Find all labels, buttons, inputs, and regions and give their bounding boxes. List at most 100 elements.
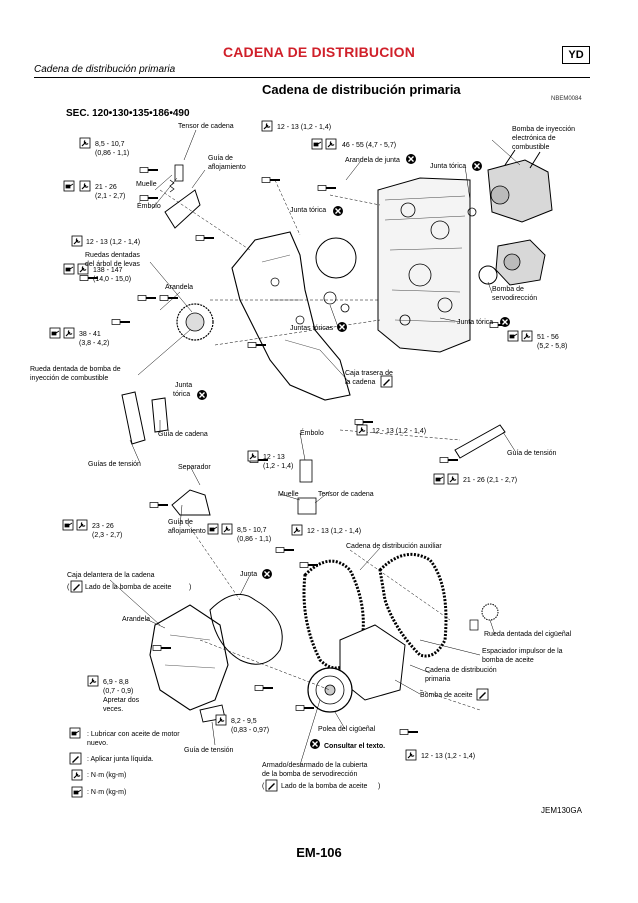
part-label: Guía de cadena xyxy=(158,431,208,438)
part-label: electrónica de xyxy=(512,135,556,142)
torque-label: 8,2 - 9,5 xyxy=(231,718,257,725)
torque-label: 12 - 13 (1,2 - 1,4) xyxy=(421,753,475,760)
injection-pump-drawing xyxy=(487,149,553,223)
section-subtitle: Cadena de distribución primaria xyxy=(34,64,176,75)
part-label: la cadena xyxy=(345,379,375,386)
part-label: Caja trasera de xyxy=(345,370,393,377)
svg-text:): ) xyxy=(378,783,380,790)
torque-label: (0,83 - 0,97) xyxy=(231,727,269,734)
section-code-badge: YD xyxy=(562,46,590,64)
part-label: bomba de aceite xyxy=(482,657,534,664)
torque-label: 46 - 55 (4,7 - 5,7) xyxy=(342,142,396,149)
torque-label: (0,86 - 1,1) xyxy=(237,536,271,543)
engine-block-drawing xyxy=(377,177,471,353)
torque-label: (0,7 - 0,9) xyxy=(103,688,133,695)
part-label: Junta tórica xyxy=(457,319,493,326)
section-reference: SEC. 120•130•135•186•490 xyxy=(66,108,190,119)
torque-label: 12 - 13 (1,2 - 1,4) xyxy=(277,124,331,131)
part-label: aflojamiento xyxy=(168,528,206,535)
tensioner-plunger-top xyxy=(174,164,184,182)
slack-guide-top xyxy=(164,189,201,229)
svg-text:(: ( xyxy=(262,783,265,790)
header-rule xyxy=(34,77,590,78)
part-label: Muelle xyxy=(278,491,299,498)
part-label: Tensor de cadena xyxy=(178,123,234,130)
torque-label: Apretar dos xyxy=(103,697,140,704)
torque-label: 12 - 13 xyxy=(263,454,285,461)
part-label: Bomba de xyxy=(492,286,524,293)
part-label: Guía de xyxy=(208,155,233,162)
tension-guide-1 xyxy=(121,391,146,445)
part-label: Muelle xyxy=(136,181,157,188)
torque-label: 6,9 - 8,8 xyxy=(103,679,129,686)
part-label: Lado de la bomba de aceite xyxy=(281,783,368,790)
torque-label: (2,3 - 2,7) xyxy=(92,532,122,539)
part-label: Juntas tóricas xyxy=(290,325,334,332)
tension-guide-2 xyxy=(151,397,169,433)
part-label: Rueda dentada del cigüeñal xyxy=(484,631,572,638)
part-label: Rueda dentada de bomba de xyxy=(30,366,121,373)
part-label: Guías de tensión xyxy=(88,461,141,468)
crankshaft-pulley-drawing xyxy=(307,667,353,713)
part-label: Junta tórica xyxy=(430,163,466,170)
symbol-legend: : Lubricar con aceite de motor nuevo. : … xyxy=(69,727,180,798)
part-label: tórica xyxy=(173,391,190,398)
gasket-drawing xyxy=(209,593,283,665)
part-label: Émbolo xyxy=(137,201,161,210)
slack-guide-bottom xyxy=(171,489,211,516)
part-label: Arandela de junta xyxy=(345,157,400,164)
legend-item: : N·m (kg-m) xyxy=(87,789,126,796)
legend-item: nuevo. xyxy=(87,740,108,747)
crank-sprocket-drawing xyxy=(481,603,499,621)
part-labels: Tensor de cadena Guía de aflojamiento Mu… xyxy=(30,123,575,792)
part-label: Consultar el texto. xyxy=(324,743,385,750)
torque-label: 12 - 13 (1,2 - 1,4) xyxy=(307,528,361,535)
torque-label: (5,2 - 5,8) xyxy=(537,343,567,350)
torque-label: 138 - 147 xyxy=(93,267,123,274)
svg-text:(: ( xyxy=(67,584,70,591)
o-ring-pump xyxy=(478,265,498,285)
part-label: Junta xyxy=(175,382,192,389)
page-number: EM-106 xyxy=(296,845,342,860)
tensioner-mid xyxy=(299,459,313,483)
rear-chain-case-drawing xyxy=(231,231,351,401)
part-label: Guía de tensión xyxy=(507,450,557,457)
legend-item: : Lubricar con aceite de motor xyxy=(87,731,180,738)
part-label: Polea del cigüeñal xyxy=(318,726,376,733)
torque-label: 8,5 - 10,7 xyxy=(237,527,267,534)
part-label: Caja delantera de la cadena xyxy=(67,572,155,579)
torque-label: (2,1 - 2,7) xyxy=(95,193,125,200)
torque-label: 21 - 26 xyxy=(95,184,117,191)
torque-label: 23 - 26 xyxy=(92,523,114,530)
torque-label: (1,2 - 1,4) xyxy=(263,463,293,470)
svg-text:): ) xyxy=(189,584,191,591)
part-label: Armado/desarmado de la cubierta xyxy=(262,762,368,769)
legend-item: : Aplicar junta líquida. xyxy=(87,756,154,763)
part-label: Bomba de inyección xyxy=(512,126,575,133)
part-label: Junta tórica xyxy=(290,207,326,214)
part-label: servodirección xyxy=(492,295,537,302)
torque-label: 51 - 56 xyxy=(537,334,559,341)
torque-specifications: 8,5 - 10,7 (0,86 - 1,1) 21 - 26 (2,1 - 2… xyxy=(49,120,567,761)
part-label: de la bomba de servodirección xyxy=(262,771,357,778)
camshaft-sprocket-drawing xyxy=(176,303,214,341)
torque-label: (14,0 - 15,0) xyxy=(93,276,131,283)
power-steering-pump-drawing xyxy=(495,239,546,286)
part-label: Tensor de cadena xyxy=(318,491,374,498)
torque-label: 38 - 41 xyxy=(79,331,101,338)
chapter-title: CADENA DE DISTRIBUCION xyxy=(222,44,416,60)
torque-label: veces. xyxy=(103,706,123,713)
part-label: Ruedas dentadas xyxy=(85,252,140,259)
torque-label: 21 - 26 (2,1 - 2,7) xyxy=(463,477,517,484)
part-label: Guía de tensión xyxy=(184,747,234,754)
part-label: Separador xyxy=(178,464,211,471)
part-label: Cadena de distribución auxiliar xyxy=(346,543,442,550)
part-label: Espaciador impulsor de la xyxy=(482,648,563,655)
torque-label: (0,86 - 1,1) xyxy=(95,150,129,157)
legend-item: : N·m (kg-m) xyxy=(87,772,126,779)
part-label: Émbolo xyxy=(300,428,324,437)
part-label: Bomba de aceite xyxy=(420,692,473,699)
part-label: Lado de la bomba de aceite xyxy=(85,584,172,591)
torque-label: 8,5 - 10,7 xyxy=(95,141,125,148)
